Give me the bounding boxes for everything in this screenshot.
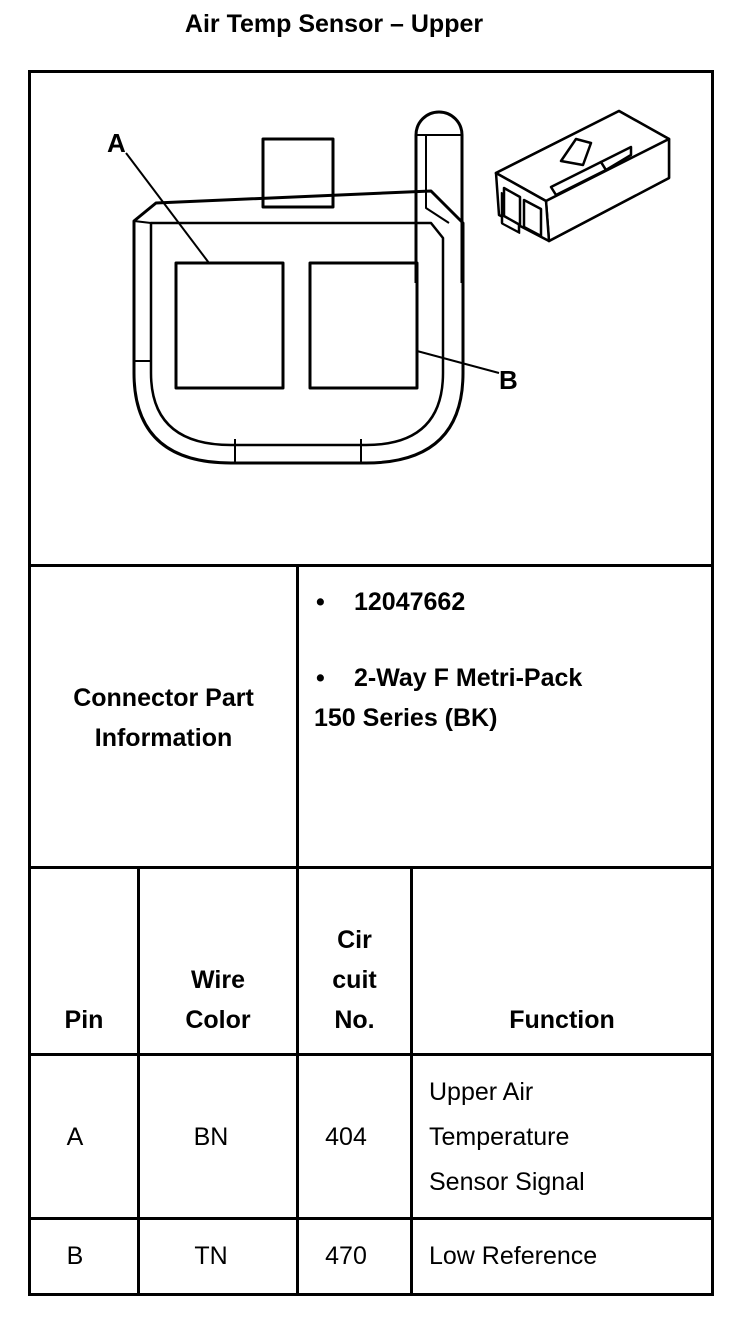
header-circuit-line2: cuit (332, 966, 377, 994)
part-number: 12047662 (354, 588, 466, 616)
connector-info-label: Connector Part Information (31, 678, 296, 758)
row-b-wire-color: TN (194, 1242, 228, 1270)
connector-info-label-line1: Connector Part (73, 684, 254, 712)
header-circuit-line1: Cir (337, 926, 372, 954)
row-a-function-line2: Temperature (429, 1123, 570, 1151)
row-b-pin: B (66, 1242, 84, 1270)
row-a-function-line1: Upper Air (429, 1078, 534, 1106)
row-a-wire-color: BN (193, 1123, 229, 1151)
row-a-bottom-border (28, 1217, 714, 1220)
bullet-1: • (316, 588, 325, 616)
connector-iso-view (494, 109, 671, 243)
table-right-border (711, 70, 714, 1296)
table-top-border (28, 70, 714, 73)
header-wire-color-line1: Wire (191, 966, 245, 994)
leader-line-b (416, 350, 500, 374)
header-circuit: Cir cuit No. (299, 920, 410, 1040)
leader-line-a (125, 152, 210, 264)
row-b-function: Low Reference (429, 1242, 598, 1270)
connector-description-line1: 2-Way F Metri-Pack (354, 664, 583, 692)
col-divider-pin (137, 866, 140, 1296)
table-left-border (28, 70, 31, 1296)
info-divider (296, 564, 299, 1296)
document-title: Air Temp Sensor – Upper (184, 10, 484, 38)
row-a-function-line3: Sensor Signal (429, 1168, 585, 1196)
connector-lock-post (414, 110, 464, 283)
row-a-pin: A (66, 1123, 84, 1151)
connector-diagram: A B (107, 109, 671, 465)
header-function: Function (509, 1006, 615, 1034)
header-wire-color: Wire Color (140, 960, 296, 1040)
diagram-bottom-border (28, 564, 714, 567)
connector-info-label-line2: Information (94, 724, 233, 752)
header-wire-color-line2: Color (185, 1006, 251, 1034)
pin-label-a: A (107, 128, 126, 158)
table-bottom-border (28, 1293, 714, 1296)
connector-inner-shell (149, 221, 445, 447)
header-pin: Pin (64, 1006, 104, 1034)
cavity-a (174, 261, 285, 390)
row-b-circuit: 470 (325, 1242, 367, 1270)
header-bottom-border (28, 1053, 714, 1056)
row-a-function: Upper Air Temperature Sensor Signal (429, 1070, 585, 1205)
header-circuit-line3: No. (334, 1006, 375, 1034)
row-a-circuit: 404 (325, 1123, 367, 1151)
col-divider-circuit (410, 866, 413, 1296)
pin-label-b: B (499, 365, 518, 395)
cavity-b (308, 261, 419, 390)
info-bottom-border (28, 866, 714, 869)
connector-outer-shell (132, 189, 465, 465)
connector-description-line2: 150 Series (BK) (314, 704, 498, 732)
bullet-2: • (316, 664, 325, 692)
